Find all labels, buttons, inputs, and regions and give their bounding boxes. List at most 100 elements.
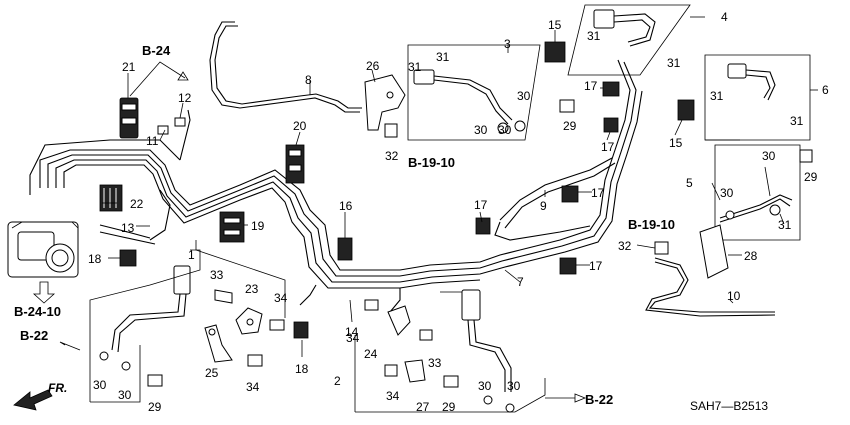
callout-23: 23: [245, 282, 259, 296]
clip-17-left: [475, 217, 491, 235]
brake-pipe-10-inner: [645, 261, 776, 317]
bracket-25: [204, 324, 233, 363]
clip-16: [337, 237, 353, 261]
callout-12: 12: [178, 91, 192, 105]
callout-29-right: 29: [804, 170, 818, 184]
callout-26: 26: [366, 59, 380, 73]
clip-20: [285, 144, 305, 184]
clip-17-low: [559, 257, 577, 275]
hose-6-frame: [704, 54, 811, 141]
callout-27: 27: [416, 400, 430, 414]
callout-31-b: 31: [587, 29, 601, 43]
clip-15-right: [677, 99, 695, 121]
bracket-27: [404, 359, 426, 383]
callout-30-i: 30: [507, 379, 521, 393]
callout-28: 28: [744, 249, 758, 263]
ref-b24-top: B-24: [142, 43, 171, 58]
callout-33-mid: 33: [428, 356, 442, 370]
callout-29-bottom: 29: [442, 400, 456, 414]
callout-18-mid: 18: [295, 362, 309, 376]
brake-pipe-10: [648, 257, 775, 313]
callout-25: 25: [205, 366, 219, 380]
brake-hose-2: [461, 289, 515, 413]
b24-arrow: [177, 71, 189, 81]
clamp-21: [119, 97, 139, 139]
callout-17-mid: 17: [601, 140, 615, 154]
bracket-28: [699, 224, 729, 279]
callout-30-e: 30: [720, 186, 734, 200]
callout-30-g: 30: [118, 388, 132, 402]
callout-6: 6: [822, 83, 829, 97]
brake-hose-5: [719, 194, 793, 223]
hose-1-bracket: [89, 249, 201, 402]
callout-2: 2: [334, 374, 341, 388]
clip-18-left: [119, 249, 137, 267]
bolt-34-mid: [364, 299, 379, 311]
abs-modulator-unit: [7, 221, 79, 278]
bolt-29-mid: [559, 99, 575, 113]
callout-15-right: 15: [669, 136, 683, 150]
bolt-29-left: [147, 374, 163, 387]
brake-pipe-8-inner: [214, 25, 362, 109]
brake-hose-4: [593, 9, 656, 47]
callout-17-left: 17: [474, 198, 488, 212]
bolt-33-left: [214, 289, 233, 304]
clip-15-top: [544, 41, 566, 63]
b22-left-arrow: [59, 341, 81, 351]
callout-34-left: 34: [274, 291, 288, 305]
hose-3-frame: [407, 44, 541, 141]
callout-11: 11: [146, 134, 159, 148]
ref-b19-10-right: B-19-10: [628, 217, 675, 232]
drawing-code: SAH7—B2513: [690, 399, 768, 413]
callout-31-a: 31: [436, 50, 450, 64]
callout-34-mid: 34: [346, 331, 360, 345]
callout-8: 8: [305, 73, 312, 87]
bolt-29-right: [799, 149, 813, 163]
leader-1: [195, 240, 286, 318]
clip-18-mid: [293, 321, 309, 339]
callout-34-low: 34: [246, 380, 260, 394]
callout-3: 3: [504, 37, 511, 51]
callout-4: 4: [721, 10, 728, 24]
callout-24: 24: [364, 347, 378, 361]
ref-b24-10: B-24-10: [14, 304, 61, 319]
callout-20: 20: [293, 119, 307, 133]
bolt-34-left: [269, 319, 285, 331]
flare-nut-11: [157, 125, 169, 135]
clip-22: [99, 184, 123, 212]
callout-16: 16: [339, 199, 353, 213]
bolt-33-mid: [419, 329, 433, 341]
callout-30-f: 30: [93, 378, 107, 392]
b24-10-arrow: [32, 281, 56, 304]
callout-17-right: 17: [591, 186, 605, 200]
callout-leaders: [102, 16, 818, 357]
callout-33-left: 33: [210, 268, 224, 282]
brake-hose-1: [99, 265, 191, 371]
callout-34-bottom: 34: [386, 389, 400, 403]
callout-32-mid: 32: [385, 149, 399, 163]
callout-numbers: 1 2 3 4 5 6 7 8 9 10 11 12 13 14 15 15 1…: [88, 10, 829, 414]
callout-31-g: 31: [408, 60, 422, 74]
callout-30-d: 30: [762, 149, 776, 163]
b22-bottom-arrow: [574, 393, 587, 403]
callout-13: 13: [121, 221, 135, 235]
front-direction-arrow-icon: [13, 389, 53, 411]
bolt-32-right: [654, 241, 669, 255]
brake-pipe-8: [209, 21, 360, 113]
callout-10: 10: [727, 289, 741, 303]
bolt-34-bottom: [384, 364, 398, 377]
callout-19: 19: [251, 219, 265, 233]
callout-31-d: 31: [710, 89, 724, 103]
callout-29-mid: 29: [563, 119, 577, 133]
callout-22: 22: [130, 197, 144, 211]
callout-17-top: 17: [584, 79, 598, 93]
callout-21: 21: [122, 60, 136, 74]
callout-18-left: 18: [88, 252, 102, 266]
callout-31-c: 31: [667, 56, 681, 70]
b24-leader: [129, 61, 186, 97]
ref-b22-left: B-22: [20, 328, 48, 343]
brake-hose-6: [727, 63, 776, 101]
bolt-32-mid: [384, 123, 398, 138]
bolt-29-bottom: [443, 375, 459, 388]
